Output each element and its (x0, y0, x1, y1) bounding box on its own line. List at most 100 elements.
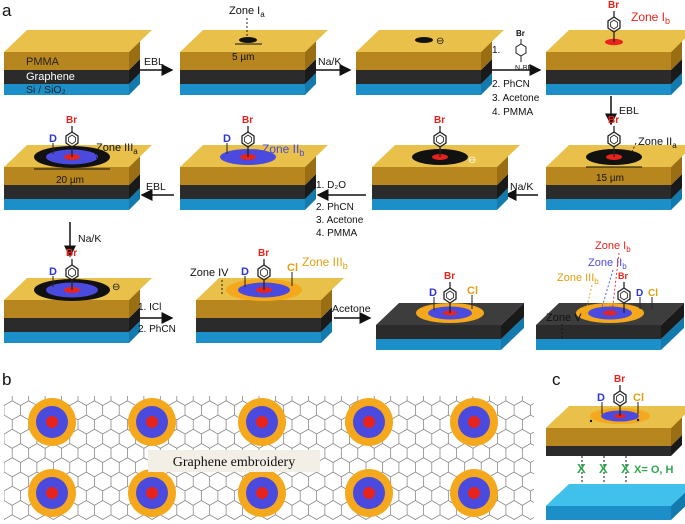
step-b3-2: 2. PhCN (316, 202, 354, 213)
br-atom-11: Br (444, 271, 455, 282)
step-b3-3: 3. Acetone (316, 215, 364, 226)
slab-zone-ib: Br (546, 0, 685, 95)
embroidery-label-bg (148, 450, 320, 472)
cl-atom-10: Cl (287, 262, 298, 274)
step-b3-4: 4. PMMA (316, 228, 357, 239)
panel-label-a: a (2, 1, 12, 20)
zone-iia-label: Zone IIa (638, 136, 677, 150)
br-atom-5: Br (66, 115, 77, 126)
embroidery-dot (450, 469, 498, 517)
charge-1: ⊖ (436, 36, 444, 47)
charge-3: ⊖ (112, 282, 120, 293)
d-atom-6: D (223, 133, 231, 145)
reagent-n2bf4: N₂BF₄ (515, 65, 535, 72)
embroidery-dots (28, 398, 498, 517)
x-mark-3: X (621, 461, 630, 476)
cl-atom-12: Cl (648, 288, 658, 299)
slab-final: Br D Cl (376, 271, 524, 350)
zone-iib-label-final: Zone IIb (588, 257, 627, 271)
slab-zone-iiia: Br D 20 µm (4, 115, 152, 210)
hole-reduced (415, 37, 433, 43)
slab-reduced: ⊖ (356, 30, 504, 95)
br-atom-7: Br (434, 115, 445, 126)
zone-iiia-label: Zone IIIa (96, 142, 138, 156)
slab-zone-iia: Br 15 µm (546, 115, 685, 210)
br-atom-12: Br (618, 271, 628, 281)
step-acetone: Acetone (332, 303, 371, 315)
zone-ia-label: Zone Ia (229, 5, 265, 19)
slab-initial: PMMA Graphene Si / SiO₂ (4, 30, 152, 96)
panel-label-b: b (2, 370, 11, 389)
charge-2: ⊖ (468, 155, 476, 166)
embroidery-dot (345, 398, 393, 446)
dim-5um: 5 µm (232, 52, 254, 63)
slab-zones-labeled: Br D Cl (536, 271, 684, 350)
diazonium-reagent: Br N₂BF₄ (515, 29, 535, 72)
step-a3-1: 1. (492, 45, 500, 56)
d-atom-9: D (49, 266, 57, 278)
d-atom-c: D (597, 392, 605, 404)
embroidery-dot (28, 398, 76, 446)
embroidery-dot (128, 469, 176, 517)
br-atom-8: Br (608, 115, 619, 126)
zone-iiib-label: Zone IIIb (302, 255, 348, 271)
br-atom-9: Br (66, 248, 77, 259)
zone-iiib-pointer (584, 284, 593, 316)
br-atom-10: Br (258, 248, 269, 259)
br-atom-6: Br (242, 115, 253, 126)
detachment-panel: Br D Cl X X X X= O, H (546, 374, 685, 520)
cl-atom-c: Cl (633, 392, 644, 404)
x-mark-1: X (577, 461, 586, 476)
zone-iib-label: Zone IIb (262, 142, 304, 158)
slab-reduced-2: Br ⊖ (372, 115, 520, 210)
reagent-br: Br (516, 29, 525, 38)
step-ebl-2: EBL (619, 105, 639, 117)
slab-zone-ia: 5 µm (180, 30, 328, 95)
step-ebl-1: EBL (144, 56, 164, 68)
embroidery-dot (345, 469, 393, 517)
step-nak-3: Na/K (78, 233, 101, 245)
step-nak-1: Na/K (318, 56, 341, 68)
d-atom-12: D (636, 288, 643, 299)
embroidery-dot (450, 398, 498, 446)
x-mark-2: X (599, 461, 608, 476)
zone-ib-label-final: Zone Ib (595, 240, 631, 254)
layer-label-graphene: Graphene (26, 71, 75, 83)
zone-iv-label: Zone IV (190, 267, 229, 279)
step-nak-2: Na/K (510, 181, 533, 193)
layer-label-substrate: Si / SiO₂ (26, 84, 66, 96)
layer-label-pmma: PMMA (26, 56, 60, 68)
step-a3-4: 4. PMMA (492, 107, 533, 118)
panel-label-c: c (552, 370, 561, 389)
step-c2-2: 2. PhCN (138, 324, 176, 335)
step-b3-1: 1. D₂O (316, 180, 346, 191)
embroidery-dot (28, 469, 76, 517)
cl-atom-11: Cl (467, 285, 478, 297)
br-atom-4: Br (608, 0, 619, 11)
step-c2-1: 1. ICl (138, 302, 161, 313)
embroidery-label: Graphene embroidery (173, 455, 295, 470)
d-atom-5: D (49, 133, 57, 145)
dim-20um: 20 µm (56, 175, 84, 186)
slab-zone-iib: Br D (180, 115, 328, 210)
embroidery-dot (238, 469, 286, 517)
embroidery-dot (238, 398, 286, 446)
zone-v-label: Zone V (546, 312, 582, 324)
zone-ib-label: Zone Ib (631, 10, 670, 26)
step-ebl-3: EBL (146, 181, 166, 193)
zone-ib-spot-z (603, 310, 617, 316)
slab-zone-iiib: Br D Cl (196, 248, 344, 343)
slab-reduced-3: Br D ⊖ (4, 248, 152, 343)
br-atom-c: Br (614, 374, 625, 385)
zone-iiib-label-final: Zone IIIb (557, 272, 599, 286)
step-a3-2: 2. PhCN (492, 79, 530, 90)
d-atom-10: D (241, 266, 249, 278)
embroidery-dot (128, 398, 176, 446)
hole-zone-ia (239, 37, 257, 43)
x-definition: X= O, H (634, 464, 673, 476)
dim-15um: 15 µm (596, 173, 624, 184)
step-a3-3: 3. Acetone (492, 93, 540, 104)
d-atom-11: D (429, 287, 437, 299)
graphene-embroidery-panel: Graphene embroidery (4, 396, 534, 520)
